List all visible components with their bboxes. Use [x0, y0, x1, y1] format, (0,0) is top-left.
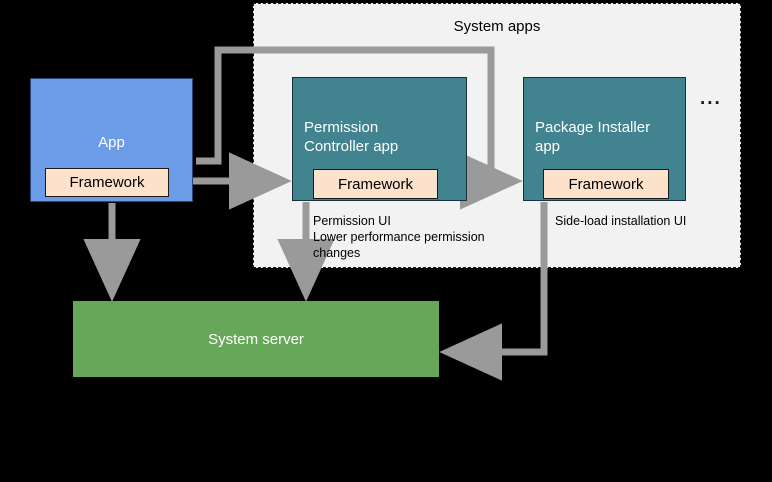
node-app: App Framework	[30, 78, 193, 202]
more-apps-ellipsis: ...	[700, 88, 722, 109]
node-package-installer-framework: Framework	[543, 169, 669, 199]
node-app-framework: Framework	[45, 168, 169, 197]
system-apps-title: System apps	[453, 18, 541, 35]
node-package-installer-app: Package Installer app Framework	[523, 77, 686, 201]
node-system-server: System server	[73, 301, 439, 377]
node-permission-controller-framework: Framework	[313, 169, 438, 199]
node-permission-controller-label: Permission Controller app	[304, 119, 399, 155]
node-package-installer-label: Package Installer app	[535, 119, 651, 155]
caption-package-installer: Side-load installation UI	[555, 214, 687, 228]
caption-permission-controller: Permission UI Lower performance permissi…	[313, 214, 485, 260]
node-permission-controller-app: Permission Controller app Framework	[292, 77, 467, 201]
node-app-label: App	[98, 134, 125, 151]
